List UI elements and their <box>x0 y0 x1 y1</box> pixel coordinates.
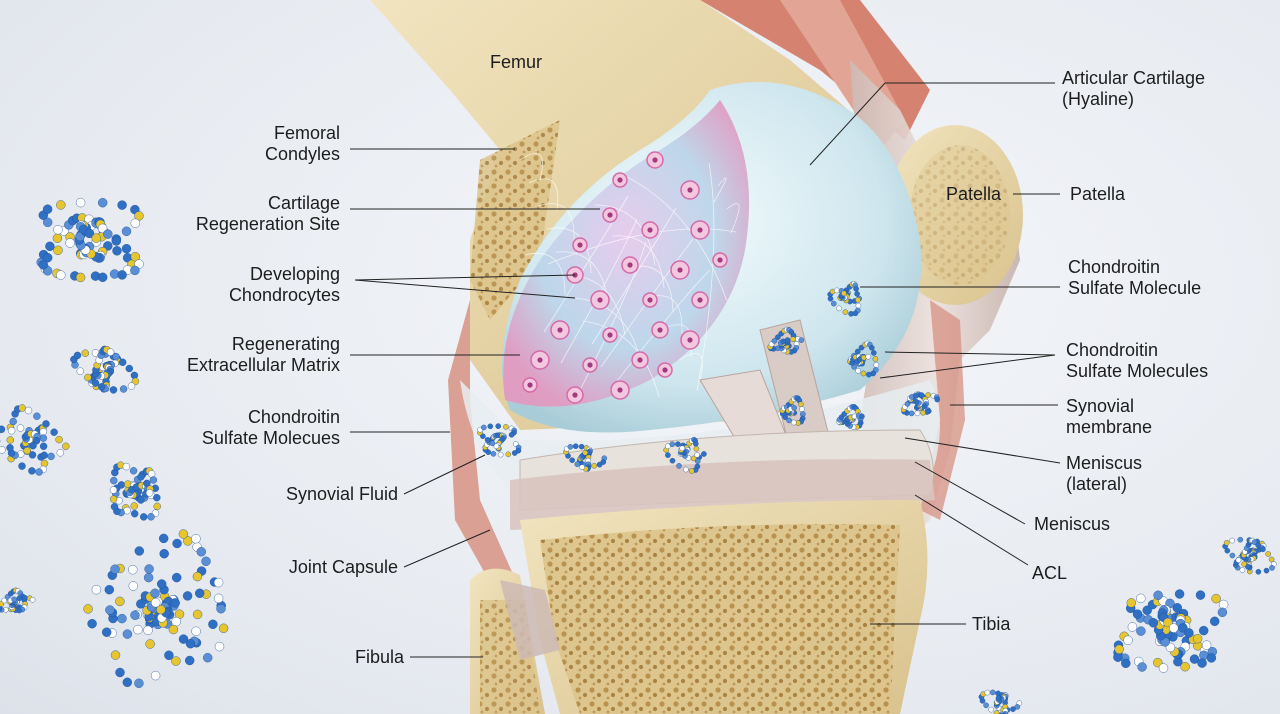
chondroitin-molecules <box>0 197 1277 714</box>
leader-lines <box>350 82 1061 658</box>
matrix-fiber <box>609 269 711 391</box>
label-synovial-fluid: Synovial Fluid <box>285 484 398 504</box>
chondrocyte-nucleus <box>572 392 578 398</box>
chondrocyte-nucleus <box>657 327 663 333</box>
matrix-fiber <box>594 204 656 266</box>
chondroitin-sulfate-molecule <box>827 281 863 317</box>
chondrocyte-nucleus <box>677 267 683 273</box>
chondrocyte-nucleus <box>687 337 693 343</box>
matrix-fiber <box>582 320 660 398</box>
matrix-fiber <box>528 178 559 212</box>
cartilage-regeneration-site <box>503 100 750 407</box>
chondroitin-sulfate-molecule <box>663 436 707 474</box>
chondroitin-sulfate-molecule <box>563 443 608 472</box>
label-patella: Patella <box>1070 184 1126 204</box>
chondroitin-sulfate-molecule <box>477 423 522 458</box>
matrix-fiber <box>591 207 677 345</box>
matrix-fiber <box>543 195 629 333</box>
label-meniscus: Meniscus <box>1034 514 1111 534</box>
chondrocyte-nucleus <box>597 297 603 303</box>
label-joint-capsule: Joint Capsule <box>288 557 398 577</box>
label-patella-inner: Patella <box>946 184 1002 204</box>
chondroitin-sulfate-molecule <box>109 461 161 521</box>
chondroitin-sulfate-molecule <box>36 197 144 283</box>
chondrocyte-nucleus <box>607 212 613 218</box>
matrix-fiber <box>611 235 665 289</box>
chondroitin-sulfate-molecule <box>83 529 229 688</box>
tibia-bone <box>520 500 928 714</box>
label-acl: ACL <box>1032 563 1068 583</box>
chondroitin-sulfate-molecule <box>900 391 941 417</box>
chondrocyte-nucleus <box>607 332 613 338</box>
chondrocyte-nucleus <box>557 327 563 333</box>
matrix-fiber <box>679 353 703 381</box>
matrix-fiber <box>524 253 566 296</box>
chondrocyte-nucleus <box>627 262 633 268</box>
chondrocyte-nucleus <box>662 367 668 373</box>
label-fibula: Fibula <box>354 647 404 667</box>
label-tibia: Tibia <box>972 614 1011 634</box>
chondrocyte-nucleus <box>587 362 593 368</box>
chondroitin-sulfate-molecule <box>0 587 36 614</box>
matrix-fiber <box>618 172 728 302</box>
chondrocyte-nucleus <box>697 297 703 303</box>
chondroitin-sulfate-molecule <box>1113 589 1229 673</box>
chondroitin-sulfate-molecule <box>0 404 70 476</box>
matrix-fiber <box>560 218 638 364</box>
label-meniscus-lateral: Meniscus(lateral) <box>1066 453 1143 494</box>
chondrocyte-nucleus <box>637 357 643 363</box>
label-articular-cartilage: Articular Cartilage(Hyaline) <box>1062 68 1206 109</box>
chondrocyte-nucleus <box>527 382 533 388</box>
chondrocyte-nucleus <box>617 177 623 183</box>
chondrocyte-nucleus <box>577 242 583 248</box>
chondrocyte-nucleus <box>537 357 543 363</box>
chondroitin-sulfate-molecule <box>767 326 805 355</box>
fibula-bone <box>470 568 560 714</box>
chondrocyte-nucleus <box>717 257 723 263</box>
matrix-fiber <box>519 153 543 181</box>
label-femur: Femur <box>490 52 543 72</box>
matrix-fiber <box>713 177 727 203</box>
chondroitin-sulfate-molecule <box>70 345 140 394</box>
chondroitin-sulfate-molecule <box>1222 536 1277 575</box>
chondroitin-sulfate-molecule <box>779 395 806 426</box>
matrix-fiber <box>600 238 694 368</box>
chondrocyte-nucleus <box>697 227 703 233</box>
chondroitin-sulfate-molecule <box>847 340 880 378</box>
chondroitin-sulfate-molecule <box>836 404 865 430</box>
capsule-muscle-left <box>448 300 520 600</box>
chondrocyte-nucleus <box>647 297 653 303</box>
matrix-fiber <box>546 227 592 274</box>
chondrocyte-nucleus <box>652 157 658 163</box>
chondrocyte-nucleus <box>687 187 693 193</box>
chondrocyte-nucleus <box>647 227 653 233</box>
chondrocyte-nucleus <box>617 387 623 393</box>
matrix-fiber <box>726 203 740 234</box>
chondroitin-sulfate-molecule <box>978 689 1023 714</box>
